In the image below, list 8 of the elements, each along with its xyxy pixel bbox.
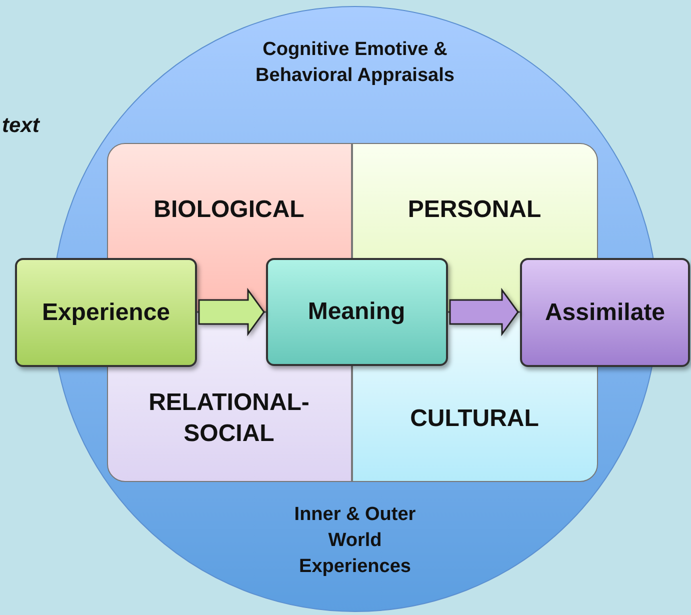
process-box: Experience [15, 258, 197, 367]
circle-label: Cognitive Emotive & Behavioral Appraisals [254, 38, 456, 88]
side-label: text [2, 114, 40, 138]
process-box: Assimilate [520, 258, 690, 367]
block-arrow [198, 288, 265, 336]
block-arrow [449, 288, 519, 336]
circle-label: Inner & Outer World Experiences [293, 503, 417, 579]
process-box: Meaning [266, 258, 448, 366]
